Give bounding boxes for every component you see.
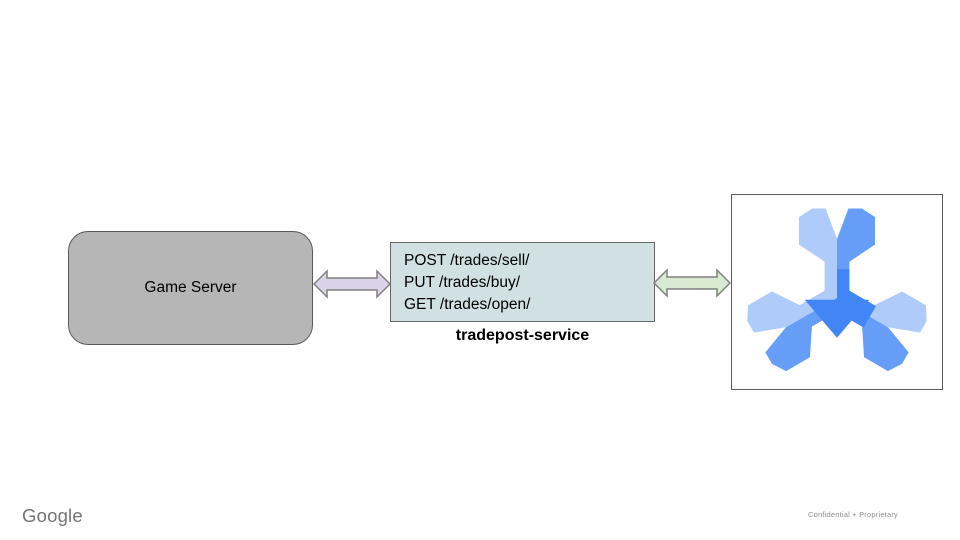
spanner-container xyxy=(731,194,943,390)
spanner-hub-dark xyxy=(804,269,870,338)
cloud-spanner-icon xyxy=(747,208,927,372)
bidirectional-arrow-icon xyxy=(313,269,391,299)
endpoint-get: GET /trades/open/ xyxy=(404,296,531,313)
arrow-shape xyxy=(653,268,731,298)
game-server-label: Game Server xyxy=(144,279,237,296)
game-server-box: Game Server xyxy=(68,231,313,345)
arm-face-light xyxy=(799,208,837,298)
google-logo: Google xyxy=(22,505,83,526)
arrow-shape xyxy=(313,269,391,299)
arm-face-light xyxy=(747,287,837,333)
confidentiality-note: Confidential + Proprietary xyxy=(807,510,898,519)
endpoint-post: POST /trades/sell/ xyxy=(404,252,530,269)
endpoint-put: PUT /trades/buy/ xyxy=(404,274,521,291)
bidirectional-arrow-icon xyxy=(653,268,731,298)
service-to-spanner-arrow xyxy=(653,267,731,299)
tradepost-service-box: POST /trades/sell/ PUT /trades/buy/ GET … xyxy=(390,242,655,322)
tradepost-service-caption: tradepost-service xyxy=(455,327,590,344)
game-to-service-arrow xyxy=(313,268,391,300)
